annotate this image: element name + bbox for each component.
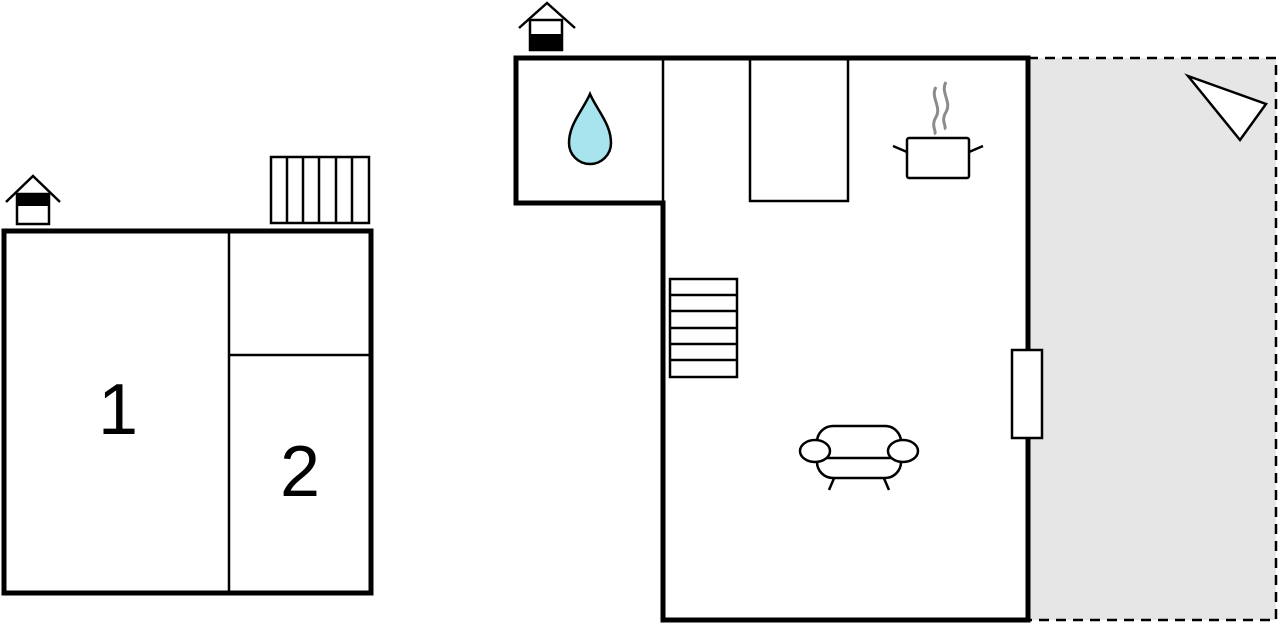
left-floor-plan: 1 2 xyxy=(1,155,374,596)
room-label-1: 1 xyxy=(98,370,138,450)
built-in-unit xyxy=(748,56,850,203)
radiator-icon xyxy=(269,155,371,225)
door-icon xyxy=(1010,348,1044,440)
right-floor-plan xyxy=(513,1,1278,623)
right-outer-wall xyxy=(513,55,1031,623)
entrance-icon xyxy=(5,174,61,226)
terrace-area xyxy=(1026,56,1278,622)
stairs-icon xyxy=(668,277,739,379)
left-outer-wall xyxy=(1,228,374,596)
cooking-pot-icon xyxy=(892,81,984,180)
entrance-icon xyxy=(518,1,576,52)
view-direction-icon xyxy=(1184,73,1268,143)
water-drop-icon xyxy=(567,90,613,166)
sofa-icon xyxy=(798,424,920,491)
room-label-2: 2 xyxy=(280,432,320,512)
